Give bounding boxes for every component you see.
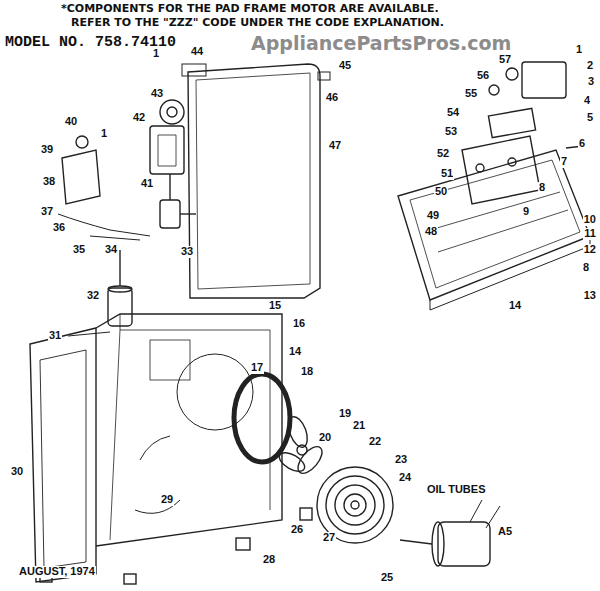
callout-number: 4 — [583, 95, 591, 107]
callout-number: 53 — [444, 126, 458, 138]
callout-number: 10 — [583, 214, 597, 226]
callout-number: 14 — [508, 300, 522, 312]
callout-number: 47 — [328, 140, 342, 152]
callout-number: 46 — [325, 92, 339, 104]
callout-number: 56 — [476, 70, 490, 82]
callout-number: 15 — [268, 300, 282, 312]
callout-number: 26 — [290, 524, 304, 536]
callout-number: 1 — [100, 128, 108, 140]
callout-number: 40 — [64, 116, 78, 128]
callout-number: 8 — [582, 262, 590, 274]
note-label: A5 — [497, 526, 513, 538]
watermark: AppliancePartsPros.com — [250, 34, 512, 54]
callout-number: 23 — [394, 454, 408, 466]
callout-number: 50 — [434, 186, 448, 198]
note-label: OIL TUBES — [426, 484, 486, 496]
callout-number: 41 — [140, 178, 154, 190]
callout-number: 51 — [440, 168, 454, 180]
callout-number: 25 — [380, 572, 394, 584]
callout-number: 2 — [586, 60, 594, 72]
callout-number: 1 — [152, 48, 160, 60]
callout-number: 38 — [42, 176, 56, 188]
control-tray — [398, 150, 590, 300]
callout-number: 17 — [250, 362, 264, 374]
fan-motor — [400, 500, 500, 566]
fan-blade — [276, 414, 326, 477]
header-note: REFER TO THE "ZZZ" CODE UNDER THE CODE E… — [70, 17, 445, 29]
header-note: *COMPONENTS FOR THE PAD FRAME MOTOR ARE … — [60, 3, 440, 15]
callout-number: 36 — [52, 222, 66, 234]
callout-number: 34 — [104, 244, 118, 256]
callout-number: 35 — [72, 244, 86, 256]
callout-number: 21 — [352, 420, 366, 432]
callout-number: 22 — [368, 436, 382, 448]
callout-number: 44 — [190, 46, 204, 58]
fan-ring — [234, 374, 290, 462]
switch-plate — [462, 136, 540, 204]
pad-frame — [188, 64, 320, 298]
callout-number: 18 — [300, 366, 314, 378]
callout-number: 48 — [424, 226, 438, 238]
callout-number: 55 — [464, 88, 478, 100]
callout-number: 54 — [446, 107, 460, 119]
note-label: AUGUST, 1974 — [18, 566, 96, 578]
callout-number: 29 — [160, 494, 174, 506]
callout-number: 49 — [426, 210, 440, 222]
callout-number: 43 — [150, 88, 164, 100]
callout-number: 9 — [522, 206, 530, 218]
callout-number: 13 — [583, 290, 597, 302]
bracket — [62, 150, 100, 204]
callout-number: 28 — [262, 554, 276, 566]
pad-motor — [160, 100, 184, 124]
housing — [30, 328, 96, 582]
callout-number: 24 — [398, 472, 412, 484]
callout-number: 1 — [575, 44, 583, 56]
callout-number: 6 — [578, 138, 586, 150]
callout-number: 27 — [322, 532, 336, 544]
callout-number: 42 — [132, 112, 146, 124]
callout-number: 52 — [436, 148, 450, 160]
callout-number: 33 — [180, 246, 194, 258]
callout-number: 37 — [40, 206, 54, 218]
callout-number: 8 — [538, 182, 546, 194]
callout-number: 11 — [583, 228, 597, 240]
callout-number: 16 — [292, 318, 306, 330]
switch — [522, 62, 566, 98]
callout-number: 57 — [498, 54, 512, 66]
callout-number: 19 — [338, 408, 352, 420]
callout-number: 39 — [40, 144, 54, 156]
callout-number: 12 — [583, 244, 597, 256]
callout-number: 5 — [586, 112, 594, 124]
callout-number: 7 — [560, 156, 568, 168]
model-title: MODEL NO. 758.74110 — [5, 34, 176, 51]
callout-number: 14 — [288, 346, 302, 358]
callout-number: 32 — [86, 290, 100, 302]
callout-number: 45 — [338, 60, 352, 72]
callout-number: 31 — [48, 330, 62, 342]
callout-number: 30 — [10, 466, 24, 478]
callout-number: 20 — [318, 432, 332, 444]
callout-number: 3 — [587, 76, 595, 88]
fan-guard — [317, 467, 393, 543]
